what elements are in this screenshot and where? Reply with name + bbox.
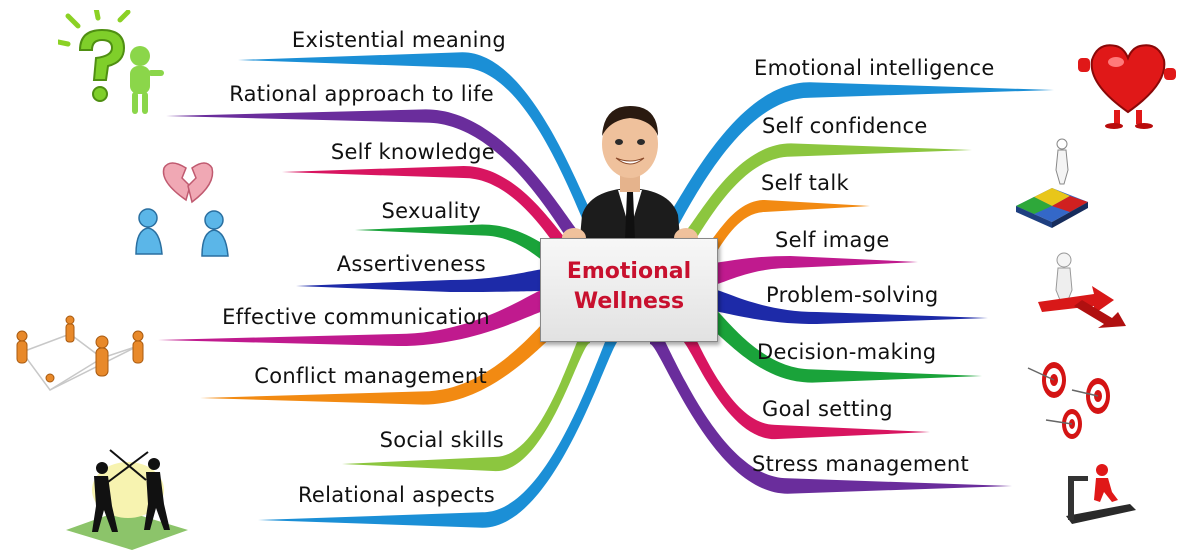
branch-label-self-talk: Self talk bbox=[761, 171, 849, 195]
branch-label-emotional-intelligence: Emotional intelligence bbox=[754, 56, 995, 80]
branch-label-stress-management: Stress management bbox=[752, 452, 969, 476]
branch-label-effective-communication: Effective communication bbox=[222, 305, 490, 329]
treadmill-figure-icon bbox=[1066, 464, 1136, 524]
question-mark-figure-icon bbox=[58, 10, 164, 114]
people-network-icon bbox=[16, 315, 144, 392]
branch-label-decision-making: Decision-making bbox=[757, 340, 937, 364]
branch-ribbon-effective-communication bbox=[158, 289, 545, 347]
branch-label-self-confidence: Self confidence bbox=[762, 114, 928, 138]
arrow-crossroads-figure-icon bbox=[1038, 252, 1126, 328]
branch-label-sexuality: Sexuality bbox=[381, 199, 481, 223]
branch-label-problem-solving: Problem-solving bbox=[766, 283, 939, 307]
central-topic-board: Emotional Wellness bbox=[540, 238, 718, 342]
branch-label-conflict-management: Conflict management bbox=[254, 364, 487, 388]
branch-label-relational-aspects: Relational aspects bbox=[297, 483, 495, 507]
central-topic-line-2: Wellness bbox=[573, 289, 685, 314]
central-topic-line-1: Emotional bbox=[566, 259, 692, 284]
branch-label-assertiveness: Assertiveness bbox=[336, 252, 486, 276]
branch-ribbon-decision-making bbox=[708, 304, 982, 383]
branch-ribbon-self-image bbox=[712, 255, 918, 285]
branch-ribbon-assertiveness bbox=[296, 269, 545, 293]
businessman-holding-board-icon bbox=[562, 106, 698, 260]
broken-heart-couple-icon bbox=[135, 162, 229, 257]
branch-label-rational-approach: Rational approach to life bbox=[229, 82, 494, 106]
branch-ribbon-problem-solving bbox=[712, 289, 988, 325]
puzzle-figure-icon bbox=[1016, 138, 1088, 228]
target-arrows-icon bbox=[1027, 362, 1110, 439]
heart-thumbs-up-icon bbox=[1078, 44, 1176, 129]
branch-label-existential-meaning: Existential meaning bbox=[291, 28, 506, 52]
branch-ribbon-self-talk bbox=[700, 199, 870, 273]
branch-label-social-skills: Social skills bbox=[379, 428, 504, 452]
fencing-figures-icon bbox=[66, 449, 188, 550]
branch-label-self-image: Self image bbox=[775, 228, 890, 252]
branch-ribbon-sexuality bbox=[355, 224, 560, 272]
branch-label-self-knowledge: Self knowledge bbox=[330, 140, 495, 164]
branch-label-goal-setting: Goal setting bbox=[762, 397, 893, 421]
